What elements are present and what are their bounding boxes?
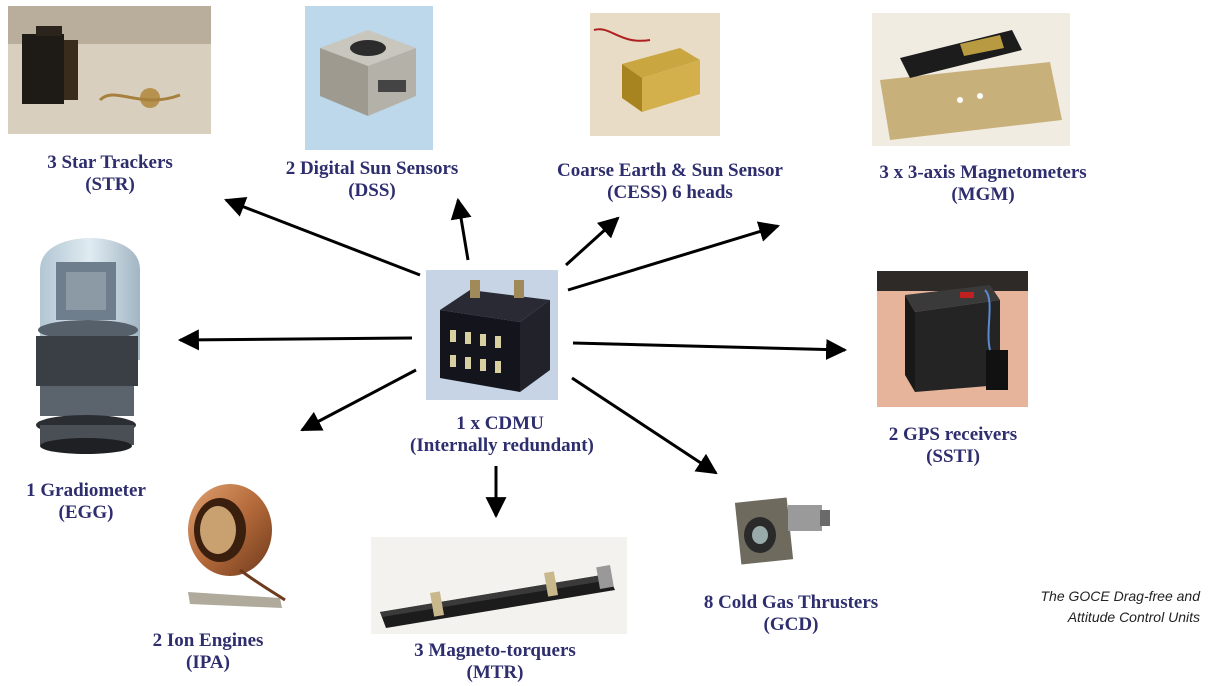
label-gradiometer: 1 Gradiometer (EGG) <box>26 480 146 523</box>
cess-photo <box>590 13 720 136</box>
label-magneto-torquers: 3 Magneto-torquers (MTR) <box>414 640 576 683</box>
ion-engine-photo <box>180 477 288 611</box>
label-magnetometers: 3 x 3-axis Magnetometers (MGM) <box>879 162 1087 205</box>
label-cold-gas-thrusters: 8 Cold Gas Thrusters (GCD) <box>703 592 879 635</box>
figure-caption: The GOCE Drag-free and Attitude Control … <box>1040 588 1200 625</box>
arrow-to-dss <box>450 197 472 261</box>
arrow-to-gcd <box>571 376 718 475</box>
label-digital-sun-sensors: 2 Digital Sun Sensors (DSS) <box>285 158 459 201</box>
arrow-to-gps <box>572 339 848 361</box>
magnetometer-photo <box>872 13 1070 146</box>
label-coarse-earth-sun-sensor: Coarse Earth & Sun Sensor (CESS) 6 heads <box>557 160 783 203</box>
gradiometer-illustration <box>36 238 140 454</box>
cdmu-photo <box>426 270 558 400</box>
arrow-to-egg <box>177 329 413 351</box>
arrows <box>177 197 848 519</box>
arrow-to-ipa <box>300 368 417 432</box>
arrow-to-mgm <box>567 221 781 292</box>
sun-sensor-photo <box>305 6 433 150</box>
star-tracker-photo <box>8 6 211 134</box>
label-gps-receivers: 2 GPS receivers (SSTI) <box>888 424 1018 467</box>
label-star-trackers: 3 Star Trackers (STR) <box>47 152 173 195</box>
arrow-to-str <box>224 197 421 277</box>
magneto-torquer-photo <box>371 537 627 634</box>
arrow-to-cess <box>564 216 620 267</box>
cold-gas-thruster-photo <box>732 478 832 582</box>
label-ion-engines: 2 Ion Engines (IPA) <box>152 630 264 673</box>
label-cdmu: 1 x CDMU (Internally redundant) <box>410 413 594 456</box>
gps-receiver-photo <box>877 271 1028 407</box>
